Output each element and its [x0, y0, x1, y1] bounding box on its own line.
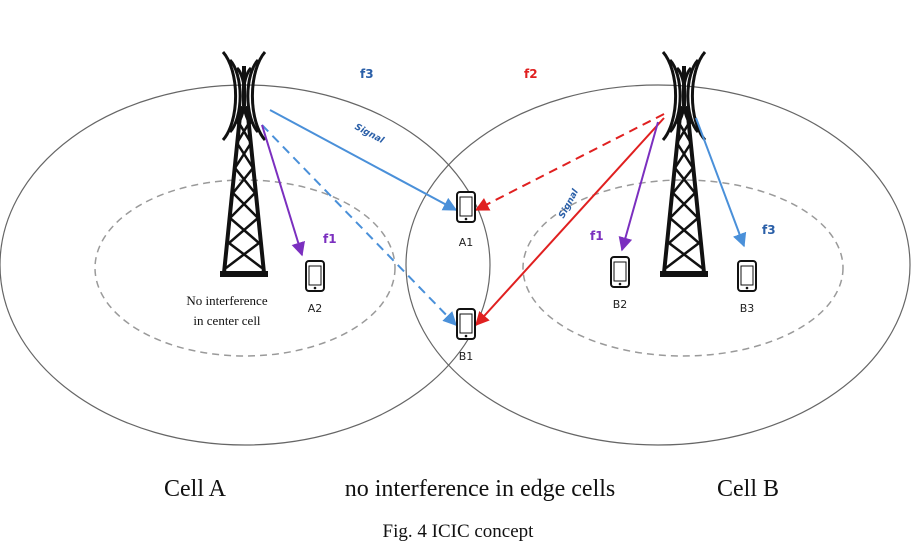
freq-label-f2-top: f2 [524, 67, 538, 81]
center-arrow-b-to-b3 [695, 117, 747, 248]
signal-arrow-a-to-a1 [269, 109, 458, 211]
phone-label-a2: A2 [308, 302, 323, 315]
phone-label-b1: B1 [459, 350, 474, 363]
phone-b2-icon [610, 256, 630, 288]
freq-label-f3-top: f3 [360, 67, 374, 81]
center-note-line2: in center cell [193, 313, 261, 328]
cell-a-label: Cell A [164, 476, 227, 502]
cell-a-outer-boundary [0, 84, 491, 446]
interference-arrow-a-to-b1 [261, 124, 457, 327]
cell-b-center-boundary [522, 179, 844, 357]
interference-arrow-b-to-a1 [474, 113, 665, 211]
phone-label-a1: A1 [459, 236, 474, 249]
center-note-line1: No interference [186, 293, 267, 308]
phone-label-b2: B2 [613, 298, 628, 311]
signal-label-right: Signal [557, 187, 581, 220]
edge-note-label: no interference in edge cells [345, 476, 616, 502]
phone-label-b3: B3 [740, 302, 755, 315]
phone-b3-icon [737, 260, 757, 292]
freq-label-f3-right: f3 [762, 223, 776, 237]
center-arrow-b-to-b2 [618, 121, 659, 252]
phone-b1-icon [456, 308, 476, 340]
phone-a1-icon [456, 191, 476, 223]
cell-tower-b-icon [658, 50, 710, 279]
freq-label-f1-left: f1 [323, 232, 337, 246]
signal-label-left: Signal [353, 122, 386, 146]
center-arrow-a-to-a2 [261, 124, 305, 257]
freq-label-f1-right: f1 [590, 229, 604, 243]
signal-arrow-b-to-b1 [475, 117, 665, 327]
cell-b-outer-boundary [405, 84, 911, 446]
phone-a2-icon [305, 260, 325, 292]
cell-b-label: Cell B [717, 476, 779, 502]
figure-caption: Fig. 4 ICIC concept [383, 521, 535, 542]
